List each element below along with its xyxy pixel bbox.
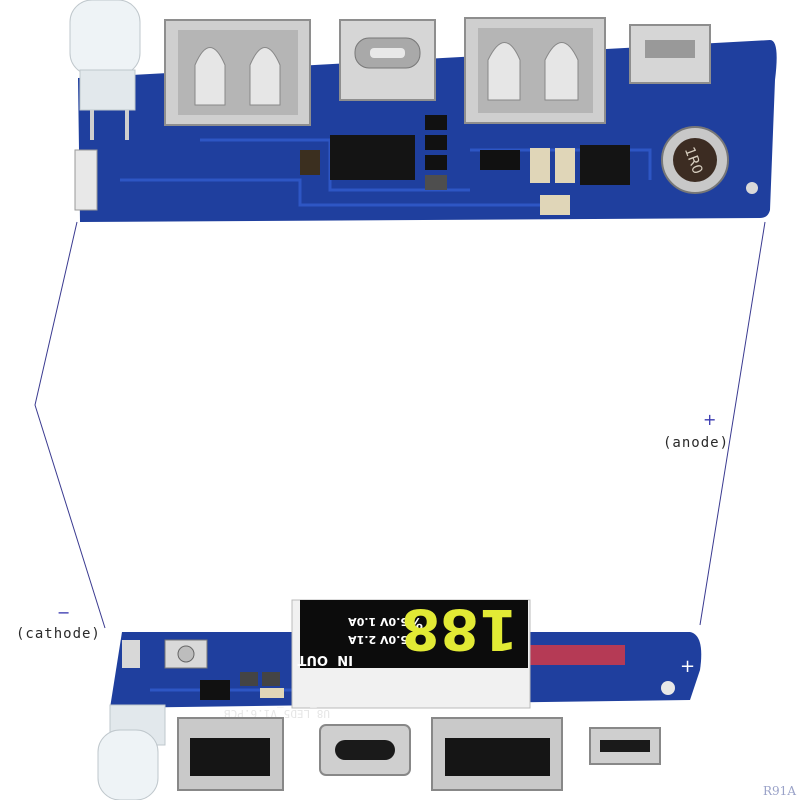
smd-components xyxy=(300,115,575,215)
cathode-minus-sign: − xyxy=(57,603,71,622)
wires xyxy=(34,221,766,629)
micro-usb-port-top xyxy=(629,24,711,84)
led-bottom xyxy=(97,704,166,800)
micro-usb-port-bottom xyxy=(589,727,661,765)
display-out-label: OUT xyxy=(297,652,328,667)
display-in-label: IN xyxy=(337,652,353,667)
cathode-wire xyxy=(34,221,106,629)
anode-wire xyxy=(699,221,766,626)
display-line-2: 5.0V 2.1A xyxy=(348,633,408,646)
watermark: R91A xyxy=(763,784,796,798)
smd-components-bottom xyxy=(200,672,284,700)
usb-a-port-bottom-1 xyxy=(177,717,284,791)
anode-plus-sign: + xyxy=(703,410,717,429)
cathode-label: (cathode) xyxy=(16,626,101,642)
pcb-marking: U8_LED5_V1.6.PCB xyxy=(224,707,330,720)
usb-c-port-top xyxy=(339,19,436,101)
usb-a-port-top-2 xyxy=(464,17,606,124)
ic-chip-1 xyxy=(330,135,415,180)
usb-a-port-bottom-2 xyxy=(431,717,563,791)
push-button xyxy=(164,639,208,669)
bottom-pcb: + IN OUT 5.0V 1.0A 5.0V 2.1A % 188 U8_LE… xyxy=(97,596,702,800)
display-line-1: 5.0V 1.0A xyxy=(348,615,408,628)
usb-c-port-bottom xyxy=(319,724,411,776)
display-digits: 188 xyxy=(401,596,518,661)
usb-a-port-top-1 xyxy=(164,19,311,126)
led-display: IN OUT 5.0V 1.0A 5.0V 2.1A % 188 xyxy=(291,596,531,709)
led-indicator-strip xyxy=(530,645,625,665)
ic-chip-2 xyxy=(580,145,630,185)
anode-label: (anode) xyxy=(663,435,730,451)
svg-text:+: + xyxy=(680,656,695,677)
display-percent: % xyxy=(407,614,423,633)
led-top xyxy=(69,0,141,140)
inductor: 1R0 xyxy=(661,126,729,194)
top-pcb: 1R0 xyxy=(69,0,777,222)
